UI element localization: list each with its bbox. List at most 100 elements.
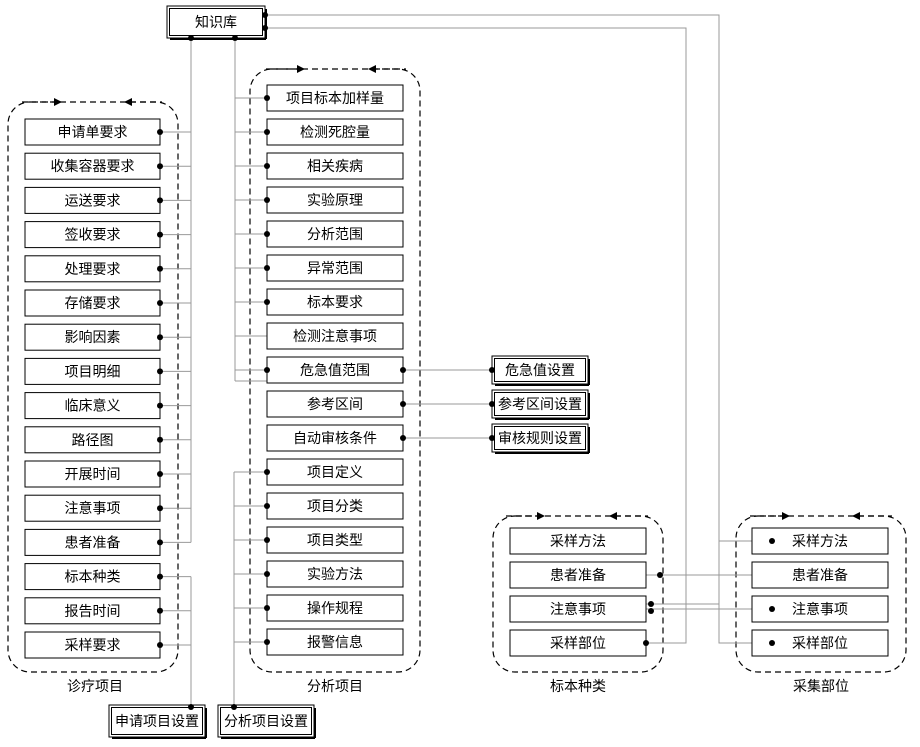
specimen-item-1: 采样方法	[509, 527, 647, 555]
site-item-4-label: 采样部位	[792, 636, 848, 652]
audit-rule-setting-box-label: 审核规则设置	[498, 431, 582, 447]
connector-dot	[643, 640, 649, 646]
diagnosis-item-3: 运送要求	[24, 186, 161, 214]
critical-value-setting-box: 危急值设置	[491, 355, 590, 386]
diagnosis-item-16-label: 采样要求	[65, 638, 121, 654]
connector-dot	[157, 334, 163, 341]
diagnosis-item-8: 项目明细	[24, 357, 161, 385]
analysis-group-caption: 分析项目	[307, 679, 363, 695]
diagnosis-item-5: 处理要求	[24, 255, 161, 283]
reference-range-setting-box: 参考区间设置	[491, 389, 590, 420]
diagnosis-item-10-label: 路径图	[72, 433, 114, 449]
connector-dot	[264, 571, 270, 577]
connector-dot	[769, 606, 775, 612]
site-arrow-left-head	[852, 512, 860, 520]
boxes: 知识库申请单要求收集容器要求运送要求签收要求处理要求存储要求影响因素项目明细临床…	[24, 5, 889, 739]
analysis-item-11: 自动审核条件	[266, 424, 404, 452]
specimen-item-2: 患者准备	[509, 561, 647, 589]
connector-dot	[264, 503, 270, 509]
analysis-item-7: 标本要求	[266, 288, 404, 316]
specimen-item-4: 采样部位	[509, 629, 647, 657]
connector-dot	[264, 605, 270, 611]
specimen-group-frame	[492, 515, 664, 673]
connector-dot	[489, 367, 495, 373]
analysis-item-13-label: 项目分类	[307, 499, 363, 515]
diagnosis-arrow-right-head	[54, 98, 62, 106]
diagnosis-item-9-label: 临床意义	[65, 398, 121, 415]
specimen-item-2-label: 患者准备	[550, 567, 606, 584]
analysis-item-2: 检测死腔量	[266, 118, 404, 146]
connector-dot	[157, 231, 163, 238]
analysis-item-15: 实验方法	[266, 560, 404, 588]
analysis-item-15-label: 实验方法	[307, 567, 363, 583]
diagnosis-item-14: 标本种类	[24, 563, 161, 591]
connector-dot	[188, 704, 194, 710]
connector-dot	[400, 367, 406, 373]
connector-dot	[264, 469, 270, 475]
knowledge-base-box: 知识库	[166, 5, 267, 40]
reference-range-setting-box-label: 参考区间设置	[498, 396, 582, 413]
diagnosis-item-9: 临床意义	[24, 392, 161, 420]
diagnosis-item-10: 路径图	[24, 426, 161, 454]
analysis-item-10: 参考区间	[266, 390, 404, 418]
analysis-item-4-label: 实验原理	[307, 193, 363, 209]
connector-dot	[157, 300, 163, 306]
connector-dot	[264, 129, 270, 135]
connector-dot	[769, 538, 775, 544]
diagnosis-group-frame	[7, 101, 179, 673]
connector-dot	[400, 435, 406, 441]
diagnosis-item-5-label: 处理要求	[65, 262, 121, 278]
analysis-item-8-label: 检测注意事项	[293, 328, 377, 345]
critical-value-setting-box-label: 危急值设置	[505, 363, 575, 379]
analysis-item-13: 项目分类	[266, 492, 404, 520]
analysis-item-12-label: 项目定义	[307, 465, 363, 481]
connector-dot	[264, 95, 270, 101]
specimen-item-1-label: 采样方法	[550, 534, 606, 550]
audit-rule-setting-box: 审核规则设置	[491, 423, 590, 454]
connector-dots	[157, 12, 775, 710]
specimen-item-4-label: 采样部位	[550, 636, 606, 652]
analysis-item-1: 项目标本加样量	[266, 84, 404, 112]
diagnosis-item-7: 影响因素	[24, 323, 161, 351]
site-group-frame	[735, 515, 907, 673]
analysis-item-14-label: 项目类型	[307, 533, 363, 549]
diagnosis-item-12-label: 注意事项	[65, 500, 121, 517]
connector-dot	[157, 539, 163, 546]
analysis-item-16-label: 操作规程	[307, 601, 363, 617]
connector-dot	[769, 640, 775, 646]
specimen-arrow-right-head	[537, 512, 545, 520]
connectors	[160, 14, 752, 707]
specimen-item-3-label: 注意事项	[550, 601, 606, 618]
diagnosis-item-16: 采样要求	[24, 631, 161, 659]
diagnosis-item-6: 存储要求	[24, 289, 161, 317]
analysis-item-5-label: 分析范围	[307, 226, 363, 243]
analysis-item-1-label: 项目标本加样量	[286, 91, 384, 107]
specimen-group-caption: 标本种类	[550, 679, 606, 695]
diagnosis-item-12: 注意事项	[24, 494, 161, 522]
connector-dot	[231, 704, 237, 710]
connector-dot	[264, 537, 270, 543]
connector-dot	[264, 639, 270, 645]
diagnosis-item-4-label: 签收要求	[65, 227, 121, 244]
connector-dot	[157, 129, 163, 135]
diagnosis-item-1-label: 申请单要求	[58, 125, 128, 141]
analysis-item-17-label: 报警信息	[307, 634, 363, 651]
connector-dot	[157, 402, 163, 409]
diagnosis-item-1: 申请单要求	[24, 118, 161, 146]
connector-dot	[264, 163, 270, 169]
analysis-item-6-label: 异常范围	[307, 260, 363, 277]
diagnosis-item-11-label: 开展时间	[65, 467, 121, 483]
analysis-arrow-left-head	[368, 65, 376, 73]
connector-dot	[264, 265, 270, 271]
connector-dot	[264, 299, 270, 305]
analysis-item-8: 检测注意事项	[266, 322, 404, 350]
analysis-item-setting-box-label: 分析项目设置	[224, 714, 308, 730]
diagnosis-item-4: 签收要求	[24, 221, 161, 249]
diagnosis-item-3-label: 运送要求	[65, 193, 121, 209]
analysis-item-16: 操作规程	[266, 594, 404, 622]
site-item-2: 患者准备	[751, 561, 889, 589]
connector-dot	[489, 401, 495, 407]
specimen-item-3: 注意事项	[509, 595, 647, 623]
connector-dot	[157, 436, 163, 443]
